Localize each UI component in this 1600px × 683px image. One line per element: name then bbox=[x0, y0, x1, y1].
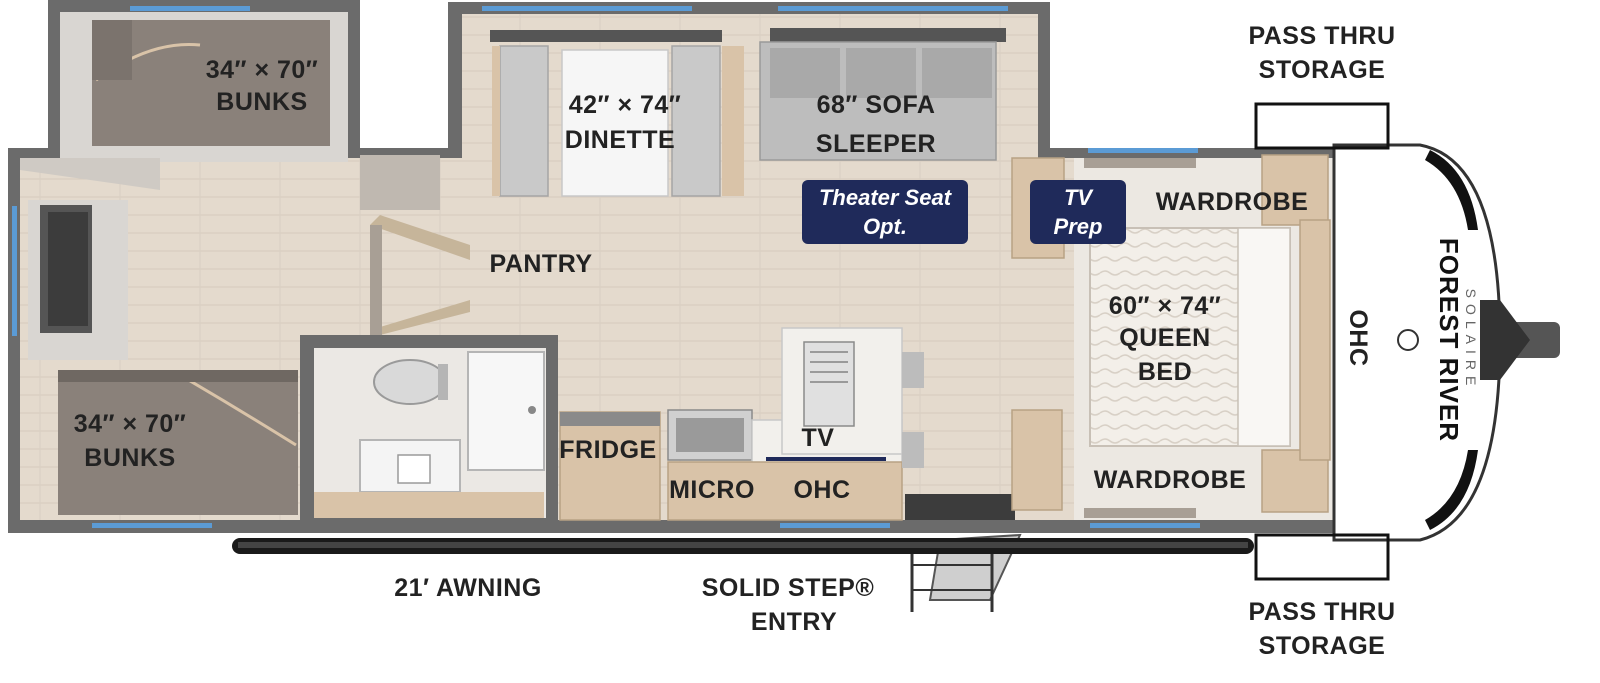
dinette bbox=[490, 30, 744, 197]
window bbox=[1088, 148, 1198, 153]
window bbox=[92, 523, 212, 528]
theater-seat-line2: Opt. bbox=[863, 214, 907, 239]
pass-thru-storage-bottom-outline bbox=[1254, 533, 1390, 581]
dinette-label: DINETTE bbox=[565, 126, 675, 154]
window bbox=[482, 6, 692, 11]
bunks-bottom-size-label: 34″ × 70″ bbox=[74, 410, 187, 438]
pantry-area bbox=[360, 155, 470, 335]
ohc-kitchen-label: OHC bbox=[793, 476, 850, 504]
queen-size-label: 60″ × 74″ bbox=[1109, 292, 1222, 320]
queen-label-line2: BED bbox=[1138, 358, 1192, 386]
model-name: SOLAIRE bbox=[1463, 289, 1479, 392]
bathroom bbox=[300, 335, 558, 530]
fridge-icon bbox=[559, 411, 661, 521]
window bbox=[780, 523, 890, 528]
window bbox=[778, 6, 1008, 11]
window bbox=[1090, 523, 1200, 528]
entry-label-line2: ENTRY bbox=[751, 608, 837, 636]
micro-label: MICRO bbox=[669, 476, 755, 504]
fridge-label: FRIDGE bbox=[559, 436, 656, 464]
theater-seat-line1: Theater Seat bbox=[819, 185, 953, 210]
sofa-label-line1: 68″ SOFA bbox=[817, 91, 936, 119]
pass-thru-top-line2: STORAGE bbox=[1259, 56, 1386, 84]
tv-prep-badge: TV Prep bbox=[1030, 180, 1126, 244]
brand-name: FOREST RIVER bbox=[1434, 238, 1464, 442]
tv-prep-line1: TV bbox=[1064, 185, 1094, 210]
sink-icon bbox=[803, 341, 855, 427]
bunks-top-size-label: 34″ × 70″ bbox=[206, 56, 319, 84]
brand-logo-icon bbox=[1397, 329, 1419, 351]
dinette-size-label: 42″ × 74″ bbox=[569, 91, 682, 119]
bottom-bunk bbox=[58, 370, 298, 515]
window bbox=[130, 6, 250, 11]
pass-thru-bottom-line2: STORAGE bbox=[1259, 632, 1386, 660]
window bbox=[12, 206, 17, 336]
queen-label-line1: QUEEN bbox=[1119, 324, 1210, 352]
tv-kitchen-label: TV bbox=[802, 424, 835, 452]
sofa-label-line2: SLEEPER bbox=[816, 130, 936, 158]
kitchen bbox=[559, 327, 924, 521]
pass-thru-top-line1: PASS THRU bbox=[1248, 22, 1395, 50]
rear-bunk-room bbox=[20, 20, 330, 515]
toilet-icon bbox=[373, 359, 447, 405]
ohc-front-label: OHC bbox=[1344, 309, 1372, 366]
wardrobe-bottom-label: WARDROBE bbox=[1094, 466, 1247, 494]
bedroom bbox=[1011, 154, 1331, 518]
entry-label-line1: SOLID STEP® bbox=[702, 574, 875, 602]
tv-prep-line2: Prep bbox=[1054, 214, 1103, 239]
pass-thru-storage-top-outline bbox=[1254, 102, 1390, 150]
front-cap bbox=[1332, 143, 1560, 542]
pantry-label: PANTRY bbox=[490, 250, 593, 278]
bunks-bottom-label: BUNKS bbox=[84, 444, 175, 472]
windows bbox=[12, 6, 1200, 528]
sink-icon bbox=[397, 454, 431, 484]
pass-thru-bottom-line1: PASS THRU bbox=[1248, 598, 1395, 626]
bunks-top-label: BUNKS bbox=[216, 88, 307, 116]
theater-seat-badge: Theater Seat Opt. bbox=[802, 180, 968, 244]
awning-label: 21′ AWNING bbox=[394, 574, 542, 602]
sofa-sleeper bbox=[759, 28, 1006, 161]
wardrobe-top-label: WARDROBE bbox=[1156, 188, 1309, 216]
awning bbox=[232, 538, 1254, 554]
